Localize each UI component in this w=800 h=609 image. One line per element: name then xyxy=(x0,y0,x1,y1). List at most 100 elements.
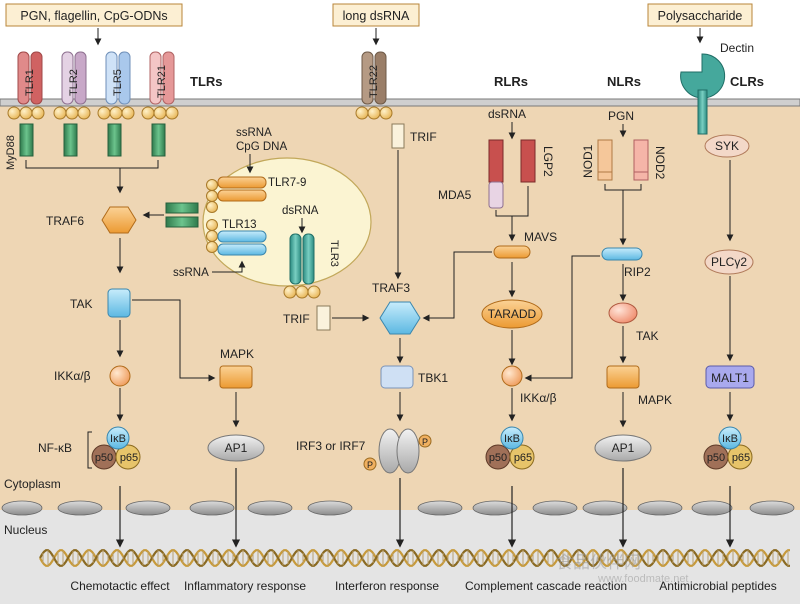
taradd-label: TARADD xyxy=(488,307,537,321)
nfkb-complex-left: NF-κB IκB p50 p65 xyxy=(38,426,141,470)
tbk1-node: TBK1 xyxy=(380,365,448,389)
ligand-box-dsrna: long dsRNA xyxy=(332,3,420,27)
dsrna-rlr-label: dsRNA xyxy=(488,107,526,121)
family-rlrs: RLRs xyxy=(494,74,528,89)
outcome-complement: Complement cascade reaction xyxy=(465,579,627,593)
family-clrs: CLRs xyxy=(730,74,764,89)
trif-top-box xyxy=(391,123,405,149)
outcome-labels: Chemotactic effect Inflammatory response… xyxy=(70,579,776,593)
tlr13-label: TLR13 xyxy=(222,219,257,231)
irf-label: IRF3 or IRF7 xyxy=(296,439,366,453)
tlr21-label: TLR21 xyxy=(156,65,168,98)
ap1-left-label: AP1 xyxy=(225,441,248,455)
ikk-left-node: IKKα/β xyxy=(54,365,131,387)
tlr13-receptor: TLR13 xyxy=(206,219,267,256)
mavs-node: MAVS xyxy=(493,230,557,259)
outcome-inflammatory: Inflammatory response xyxy=(184,579,306,593)
phospho-1-label: P xyxy=(422,437,428,447)
tlr2-label: TLR2 xyxy=(68,69,80,96)
nuclear-translocation-arrows xyxy=(115,468,735,548)
ligand-dsrna-label: long dsRNA xyxy=(343,9,410,23)
p65-rlr-label: p65 xyxy=(514,452,532,464)
p65-clr-label: p65 xyxy=(732,452,750,464)
tlr22-label: TLR22 xyxy=(368,65,380,98)
tak-left-label: TAK xyxy=(70,297,92,311)
p50-left-label: p50 xyxy=(95,452,113,464)
traf3-label: TRAF3 xyxy=(372,281,410,295)
phospho-2-label: P xyxy=(367,460,373,470)
mda5-receptor: MDA5 xyxy=(438,139,504,209)
mavs-label: MAVS xyxy=(524,230,557,244)
lgp2-label: LGP2 xyxy=(541,146,555,177)
rip2-node: RIP2 xyxy=(601,247,651,279)
nfkb-label: NF-κB xyxy=(38,441,72,455)
rip2-label: RIP2 xyxy=(624,265,651,279)
p50-clr-label: p50 xyxy=(707,452,725,464)
mapk-left-label: MAPK xyxy=(220,347,254,361)
malt1-node: MALT1 xyxy=(705,365,755,389)
ssrna-label: ssRNA xyxy=(236,127,272,139)
watermark-cn: 食品伙伴网 xyxy=(556,553,641,572)
tlr5-receptor: TLR5 xyxy=(105,51,131,105)
irf-node: IRF3 or IRF7 P P xyxy=(296,428,432,474)
tbk1-label: TBK1 xyxy=(418,371,448,385)
tir-domains-tlrs xyxy=(7,106,393,120)
tlr22-receptor: TLR22 xyxy=(361,51,387,105)
trif-low-box xyxy=(316,305,331,331)
mda5-label: MDA5 xyxy=(438,188,472,202)
tak-nlr-node: TAK xyxy=(608,302,658,343)
tlr7-9-receptor: TLR7-9 xyxy=(206,176,306,213)
nuclear-envelope xyxy=(1,500,795,516)
ssrna-low-label: ssRNA xyxy=(173,267,209,279)
dna-helix xyxy=(39,549,790,567)
malt1-label: MALT1 xyxy=(711,371,749,385)
dectin-receptor: Dectin xyxy=(680,41,754,135)
ligand-box-polysaccharide: Polysaccharide xyxy=(647,3,753,27)
ligand-box-tlr: PGN, flagellin, CpG-ODNs xyxy=(5,3,183,27)
cell-membrane xyxy=(0,98,800,107)
tak-left-node: TAK xyxy=(70,288,131,318)
ap1-left-node: AP1 xyxy=(207,434,265,462)
trif-top-label: TRIF xyxy=(410,130,437,144)
ikk-left-label: IKKα/β xyxy=(54,369,91,383)
plcg2-node: PLCγ2 xyxy=(704,249,754,275)
myd88-endo-1 xyxy=(165,202,199,214)
syk-label: SYK xyxy=(715,139,739,153)
outcome-chemotactic: Chemotactic effect xyxy=(70,579,170,593)
p65-left-label: p65 xyxy=(120,452,138,464)
pgn-nlr-label: PGN xyxy=(608,109,634,123)
mapk-left-node: MAPK xyxy=(219,347,254,389)
ikk-rlr-label: IKKα/β xyxy=(520,391,557,405)
cpg-dna-label: CpG DNA xyxy=(236,141,287,153)
nod2-receptor: NOD2 xyxy=(633,139,667,181)
traf3-node: TRAF3 xyxy=(372,281,421,335)
tlr2-receptor: TLR2 xyxy=(61,51,87,105)
outcome-interferon: Interferon response xyxy=(335,579,439,593)
dectin-label: Dectin xyxy=(720,41,754,55)
nod2-label: NOD2 xyxy=(653,146,667,180)
ap1-nlr-label: AP1 xyxy=(612,441,635,455)
watermark-url: www.foodmate.net xyxy=(597,573,689,585)
tlr1-label: TLR1 xyxy=(24,69,36,96)
lgp2-receptor: LGP2 xyxy=(520,139,555,183)
tlr1-receptor: TLR1 xyxy=(17,51,43,105)
ap1-nlr-node: AP1 xyxy=(594,434,652,462)
family-tlrs: TLRs xyxy=(190,74,223,89)
ligand-clr-label: Polysaccharide xyxy=(658,9,743,23)
myd88-label: MyD88 xyxy=(5,135,17,170)
nucleus-label: Nucleus xyxy=(4,523,47,537)
mapk-nlr-label: MAPK xyxy=(638,393,672,407)
watermark: 食品伙伴网 www.foodmate.net xyxy=(556,553,689,585)
tak-nlr-label: TAK xyxy=(636,329,658,343)
taradd-node: TARADD xyxy=(481,299,543,329)
tlr7-9-label: TLR7-9 xyxy=(268,177,306,189)
traf6-label: TRAF6 xyxy=(46,214,84,228)
nod1-receptor: NOD1 xyxy=(581,139,613,181)
nod1-label: NOD1 xyxy=(581,144,595,178)
p50-rlr-label: p50 xyxy=(489,452,507,464)
tlr21-receptor: TLR21 xyxy=(149,51,175,105)
tlr5-label: TLR5 xyxy=(112,69,124,96)
trif-low-label: TRIF xyxy=(283,312,310,326)
